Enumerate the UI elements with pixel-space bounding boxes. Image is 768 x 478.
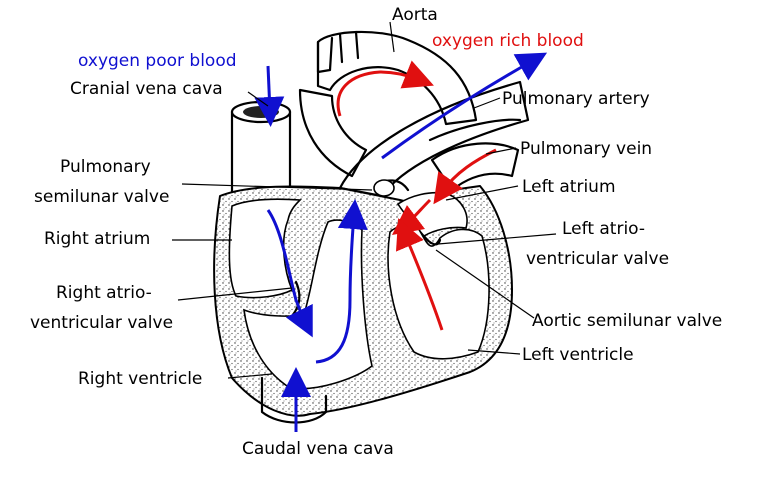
label-pulmonary-semilunar-2: semilunar valve — [34, 187, 169, 207]
label-right-ventricle: Right ventricle — [78, 369, 202, 389]
label-aortic-semilunar: Aortic semilunar valve — [532, 311, 722, 331]
oxygen-poor-flow — [254, 52, 548, 432]
label-left-av-2: ventricular valve — [526, 249, 669, 269]
label-aorta: Aorta — [392, 5, 438, 25]
leader-lines — [172, 21, 557, 379]
label-right-av-1: Right atrio- — [56, 283, 152, 303]
label-left-atrium: Left atrium — [522, 177, 616, 197]
label-pulmonary-semilunar-1: Pulmonary — [60, 157, 151, 177]
label-oxygen-rich-blood: oxygen rich blood — [432, 31, 584, 51]
label-right-av-2: ventricular valve — [30, 313, 173, 333]
label-pulmonary-vein: Pulmonary vein — [520, 139, 652, 159]
label-pulmonary-artery: Pulmonary artery — [502, 89, 650, 109]
labels: Aorta oxygen poor blood oxygen rich bloo… — [30, 5, 722, 459]
label-oxygen-poor-blood: oxygen poor blood — [78, 51, 237, 71]
label-right-atrium: Right atrium — [44, 229, 150, 249]
label-left-av-1: Left atrio- — [562, 219, 645, 239]
label-left-ventricle: Left ventricle — [522, 345, 634, 365]
label-caudal-vena-cava: Caudal vena cava — [242, 439, 394, 459]
label-cranial-vena-cava: Cranial vena cava — [70, 79, 223, 99]
